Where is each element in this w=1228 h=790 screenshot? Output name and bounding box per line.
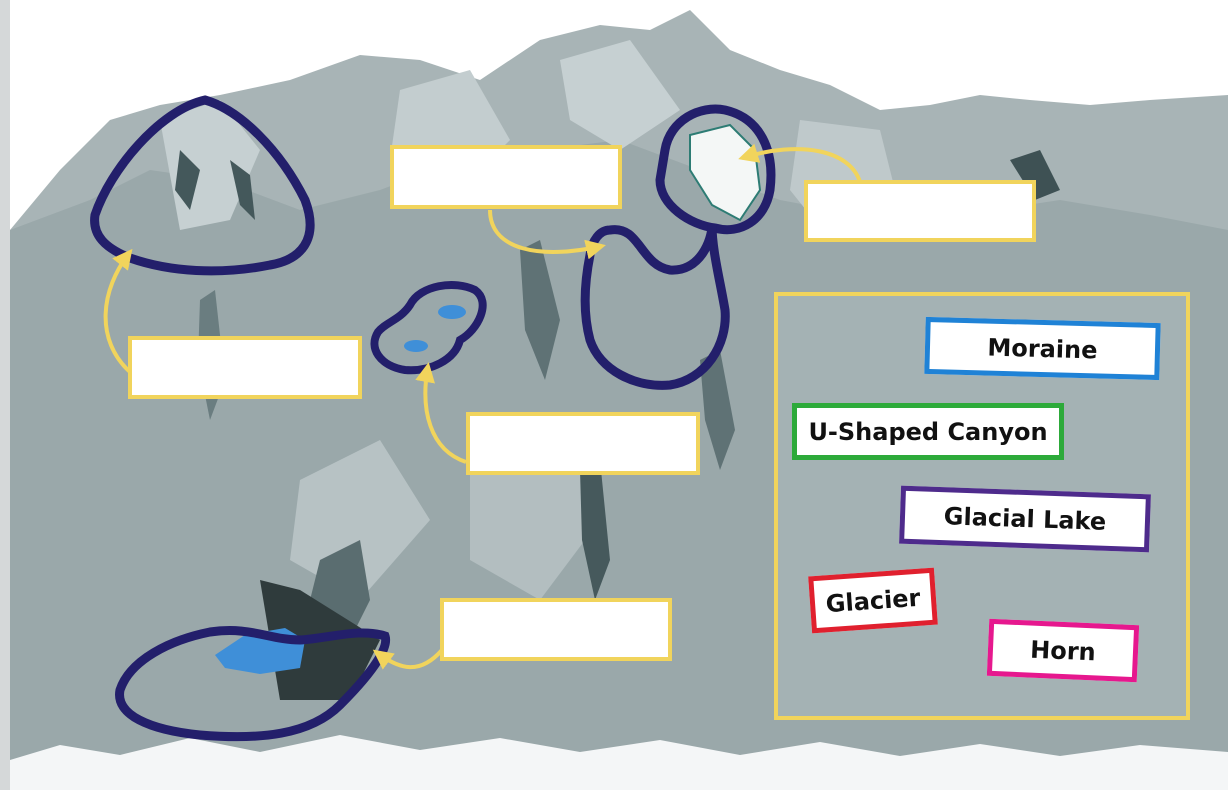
term-horn[interactable]: Horn (987, 619, 1139, 682)
term-glacial-lake[interactable]: Glacial Lake (899, 486, 1151, 553)
term-label: Glacial Lake (943, 502, 1106, 536)
small-lake (438, 305, 466, 319)
term-label: Horn (1030, 635, 1097, 666)
label-drop-box-5[interactable] (440, 598, 672, 661)
term-label: Glacier (825, 583, 921, 618)
small-lake (404, 340, 428, 352)
term-u-shaped-canyon[interactable]: U-Shaped Canyon (792, 403, 1064, 460)
left-edge (0, 0, 10, 790)
label-drop-box-4[interactable] (466, 412, 700, 475)
label-drop-box-2[interactable] (804, 180, 1036, 242)
term-label: Moraine (987, 333, 1098, 364)
label-drop-box-3[interactable] (128, 336, 362, 399)
label-drop-box-1[interactable] (390, 145, 622, 209)
term-glacier[interactable]: Glacier (808, 568, 938, 634)
term-moraine[interactable]: Moraine (924, 317, 1160, 380)
term-label: U-Shaped Canyon (808, 418, 1047, 446)
